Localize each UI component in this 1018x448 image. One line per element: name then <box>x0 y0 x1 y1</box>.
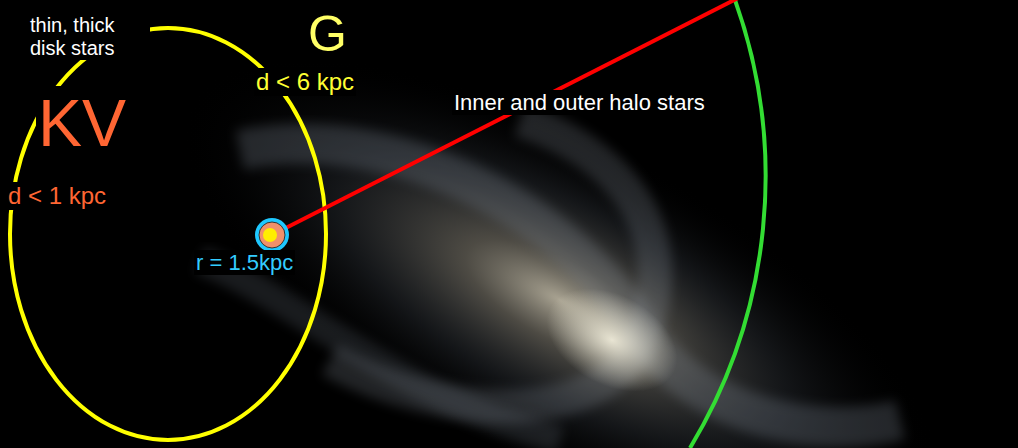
galaxy <box>114 0 1006 448</box>
population-label: thin, thick disk stars <box>28 14 150 60</box>
sample-ring <box>255 218 289 252</box>
spectral-type: KV <box>36 86 128 162</box>
population-label: Inner and outer halo stars <box>452 90 707 115</box>
g-circle <box>263 228 277 242</box>
radius-label: r = 1.5kpc <box>194 250 295 275</box>
spectral-type: G <box>306 6 349 64</box>
radius-line <box>272 0 742 235</box>
distance-label: d < 1 kpc <box>6 182 108 210</box>
halo-arc <box>690 0 766 448</box>
kv-circle <box>259 222 285 248</box>
distance-label: d < 6 kpc <box>254 68 356 96</box>
